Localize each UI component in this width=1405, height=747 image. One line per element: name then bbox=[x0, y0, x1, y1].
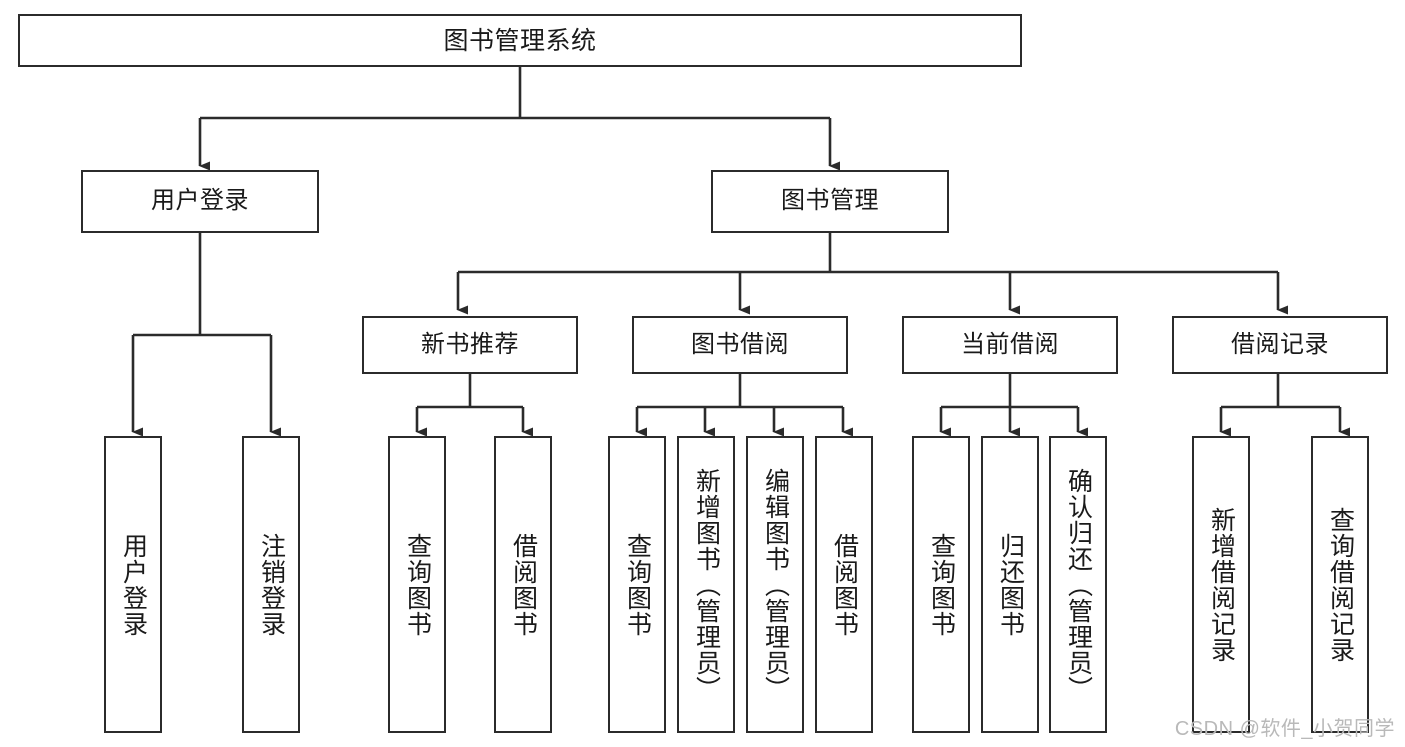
node-leaf-borrow-book-recommend[interactable]: 借阅图书 bbox=[494, 436, 552, 733]
csdn-watermark: CSDN @软件_小贺同学 bbox=[1174, 718, 1395, 740]
node-new-book-recommend[interactable]: 新书推荐 bbox=[362, 316, 578, 374]
node-book-borrow[interactable]: 图书借阅 bbox=[632, 316, 848, 374]
node-label: 查询图书 bbox=[403, 532, 432, 637]
node-leaf-query-book-current[interactable]: 查询图书 bbox=[912, 436, 970, 733]
node-label: 图书管理系统 bbox=[443, 26, 597, 55]
node-label: 借阅记录 bbox=[1231, 330, 1329, 358]
node-label: 查询图书 bbox=[623, 532, 652, 637]
node-book-management[interactable]: 图书管理 bbox=[711, 170, 949, 233]
node-leaf-borrow-book[interactable]: 借阅图书 bbox=[815, 436, 873, 733]
node-label: 编辑图书（管理员） bbox=[761, 467, 790, 702]
node-current-borrow[interactable]: 当前借阅 bbox=[902, 316, 1118, 374]
node-label: 归还图书 bbox=[996, 532, 1025, 637]
node-label: 借阅图书 bbox=[509, 532, 538, 637]
node-leaf-edit-book-admin[interactable]: 编辑图书（管理员） bbox=[746, 436, 804, 733]
node-label: 图书借阅 bbox=[691, 330, 789, 358]
node-label: 新增借阅记录 bbox=[1207, 506, 1236, 663]
node-label: 查询图书 bbox=[927, 532, 956, 637]
node-leaf-return-book[interactable]: 归还图书 bbox=[981, 436, 1039, 733]
node-leaf-query-book-borrow[interactable]: 查询图书 bbox=[608, 436, 666, 733]
node-label: 查询借阅记录 bbox=[1326, 506, 1355, 663]
node-user-login[interactable]: 用户登录 bbox=[81, 170, 319, 233]
node-leaf-query-book-recommend[interactable]: 查询图书 bbox=[388, 436, 446, 733]
node-leaf-add-book-admin[interactable]: 新增图书（管理员） bbox=[677, 436, 735, 733]
node-label: 新书推荐 bbox=[421, 330, 519, 358]
node-leaf-confirm-return-admin[interactable]: 确认归还（管理员） bbox=[1049, 436, 1107, 733]
node-label: 用户登录 bbox=[151, 187, 249, 215]
node-borrow-record[interactable]: 借阅记录 bbox=[1172, 316, 1388, 374]
node-root-system[interactable]: 图书管理系统 bbox=[18, 14, 1022, 67]
node-label: 新增图书（管理员） bbox=[692, 467, 721, 702]
node-label: 借阅图书 bbox=[830, 532, 859, 637]
node-label: 图书管理 bbox=[781, 187, 879, 215]
node-leaf-user-login[interactable]: 用户登录 bbox=[104, 436, 162, 733]
node-label: 当前借阅 bbox=[961, 330, 1059, 358]
node-leaf-query-borrow-record[interactable]: 查询借阅记录 bbox=[1311, 436, 1369, 733]
node-label: 注销登录 bbox=[257, 532, 286, 637]
node-label: 确认归还（管理员） bbox=[1064, 467, 1093, 702]
node-leaf-logout[interactable]: 注销登录 bbox=[242, 436, 300, 733]
node-label: 用户登录 bbox=[119, 532, 148, 637]
node-leaf-add-borrow-record[interactable]: 新增借阅记录 bbox=[1192, 436, 1250, 733]
